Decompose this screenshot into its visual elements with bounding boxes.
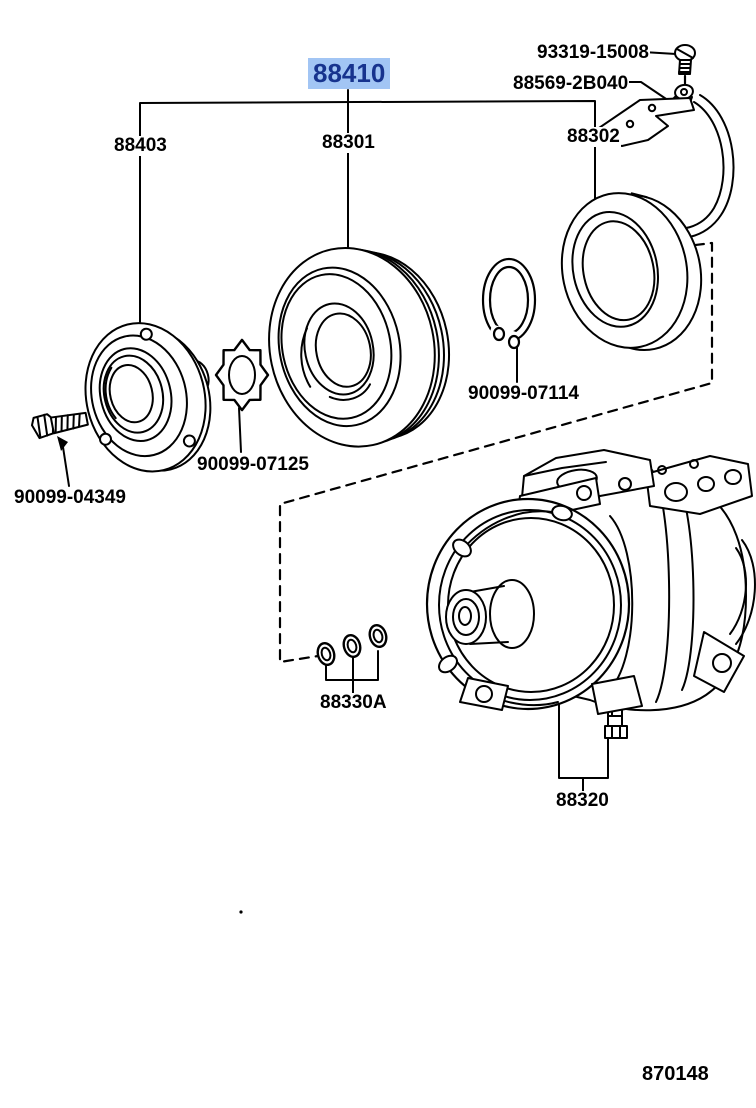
compressor-drawing bbox=[425, 449, 756, 739]
print-dot bbox=[239, 910, 243, 914]
leader-bracket-88410 bbox=[139, 89, 596, 323]
part-label-88320[interactable]: 88320 bbox=[555, 790, 610, 811]
part-label-88301[interactable]: 88301 bbox=[321, 132, 376, 153]
part-label-90099-07125[interactable]: 90099-07125 bbox=[196, 454, 310, 475]
rotor-pulley-drawing bbox=[268, 246, 451, 448]
clutch-hub-drawing bbox=[84, 322, 212, 473]
stator-coil-drawing bbox=[560, 192, 703, 352]
figure-number: 870148 bbox=[642, 1063, 709, 1085]
part-label-88569-2B040[interactable]: 88569-2B040 bbox=[512, 73, 630, 94]
part-label-90099-04349[interactable]: 90099-04349 bbox=[13, 487, 127, 508]
snap-ring-drawing bbox=[481, 257, 537, 356]
plate-washer-drawing bbox=[214, 338, 270, 412]
screw-drawing bbox=[674, 44, 696, 75]
shim-washers-drawing bbox=[316, 623, 388, 667]
part-label-88403[interactable]: 88403 bbox=[113, 135, 168, 156]
part-label-88330A[interactable]: 88330A bbox=[319, 692, 388, 713]
part-label-88410[interactable]: 88410 bbox=[308, 58, 391, 90]
bolt-drawing bbox=[30, 411, 89, 440]
part-label-93319-15008[interactable]: 93319-15008 bbox=[536, 42, 650, 63]
part-label-90099-07114[interactable]: 90099-07114 bbox=[467, 383, 580, 404]
part-label-88302[interactable]: 88302 bbox=[566, 126, 621, 147]
